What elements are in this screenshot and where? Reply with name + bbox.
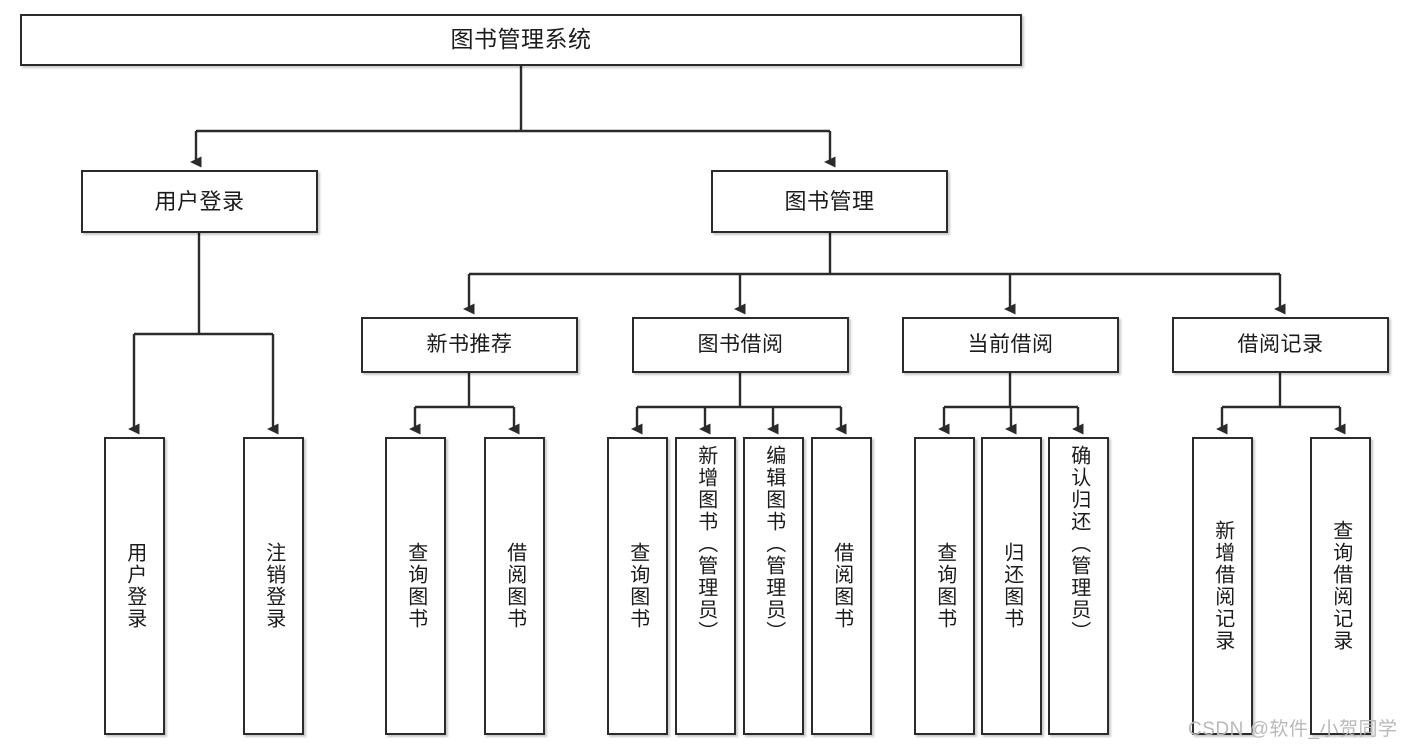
node-label: 新增图书（管理员） (694, 445, 717, 643)
node-label: 图书管理系统 (450, 26, 592, 53)
node-label: 归还图书 (1000, 542, 1023, 630)
leaf-book-borrow-query[interactable]: 查询图书 (607, 437, 668, 735)
node-new-book-recommend[interactable]: 新书推荐 (361, 317, 578, 373)
leaf-user-login-logout[interactable]: 注销登录 (243, 437, 304, 735)
node-book-borrow[interactable]: 图书借阅 (632, 317, 849, 373)
node-borrow-record[interactable]: 借阅记录 (1172, 317, 1389, 373)
leaf-borrow-record-add[interactable]: 新增借阅记录 (1192, 437, 1253, 735)
node-label: 查询图书 (626, 542, 649, 630)
node-label: 确认归还（管理员） (1067, 445, 1090, 643)
node-label: 查询图书 (933, 542, 956, 630)
leaf-new-book-query[interactable]: 查询图书 (385, 437, 446, 735)
leaf-new-book-borrow[interactable]: 借阅图书 (484, 437, 545, 735)
leaf-book-borrow-edit[interactable]: 编辑图书（管理员） (743, 437, 804, 735)
node-label: 图书借阅 (697, 332, 784, 356)
node-user-login[interactable]: 用户登录 (81, 170, 318, 233)
node-label: 用户登录 (123, 542, 146, 630)
node-label: 图书管理 (784, 188, 875, 214)
node-label: 编辑图书（管理员） (762, 445, 785, 643)
leaf-borrow-record-query[interactable]: 查询借阅记录 (1310, 437, 1371, 735)
node-label: 注销登录 (262, 542, 285, 630)
node-label: 查询图书 (404, 542, 427, 630)
leaf-book-borrow-borrow[interactable]: 借阅图书 (811, 437, 872, 735)
leaf-book-borrow-add[interactable]: 新增图书（管理员） (675, 437, 736, 735)
csdn-watermark: CSDN @软件_小贺同学 (1188, 719, 1398, 740)
node-label: 当前借阅 (967, 332, 1054, 356)
node-label: 借阅图书 (830, 542, 853, 630)
leaf-current-borrow-query[interactable]: 查询图书 (914, 437, 975, 735)
leaf-current-borrow-return[interactable]: 归还图书 (981, 437, 1042, 735)
leaf-user-login-login[interactable]: 用户登录 (104, 437, 165, 735)
node-label: 借阅记录 (1237, 332, 1324, 356)
node-root-system[interactable]: 图书管理系统 (20, 14, 1022, 66)
leaf-current-borrow-confirm-return[interactable]: 确认归还（管理员） (1048, 437, 1109, 735)
node-label: 查询借阅记录 (1329, 520, 1352, 652)
node-label: 新增借阅记录 (1211, 520, 1234, 652)
node-label: 用户登录 (154, 188, 245, 214)
node-label: 借阅图书 (503, 542, 526, 630)
node-current-borrow[interactable]: 当前借阅 (902, 317, 1119, 373)
node-book-management[interactable]: 图书管理 (711, 170, 948, 233)
node-label: 新书推荐 (426, 332, 513, 356)
